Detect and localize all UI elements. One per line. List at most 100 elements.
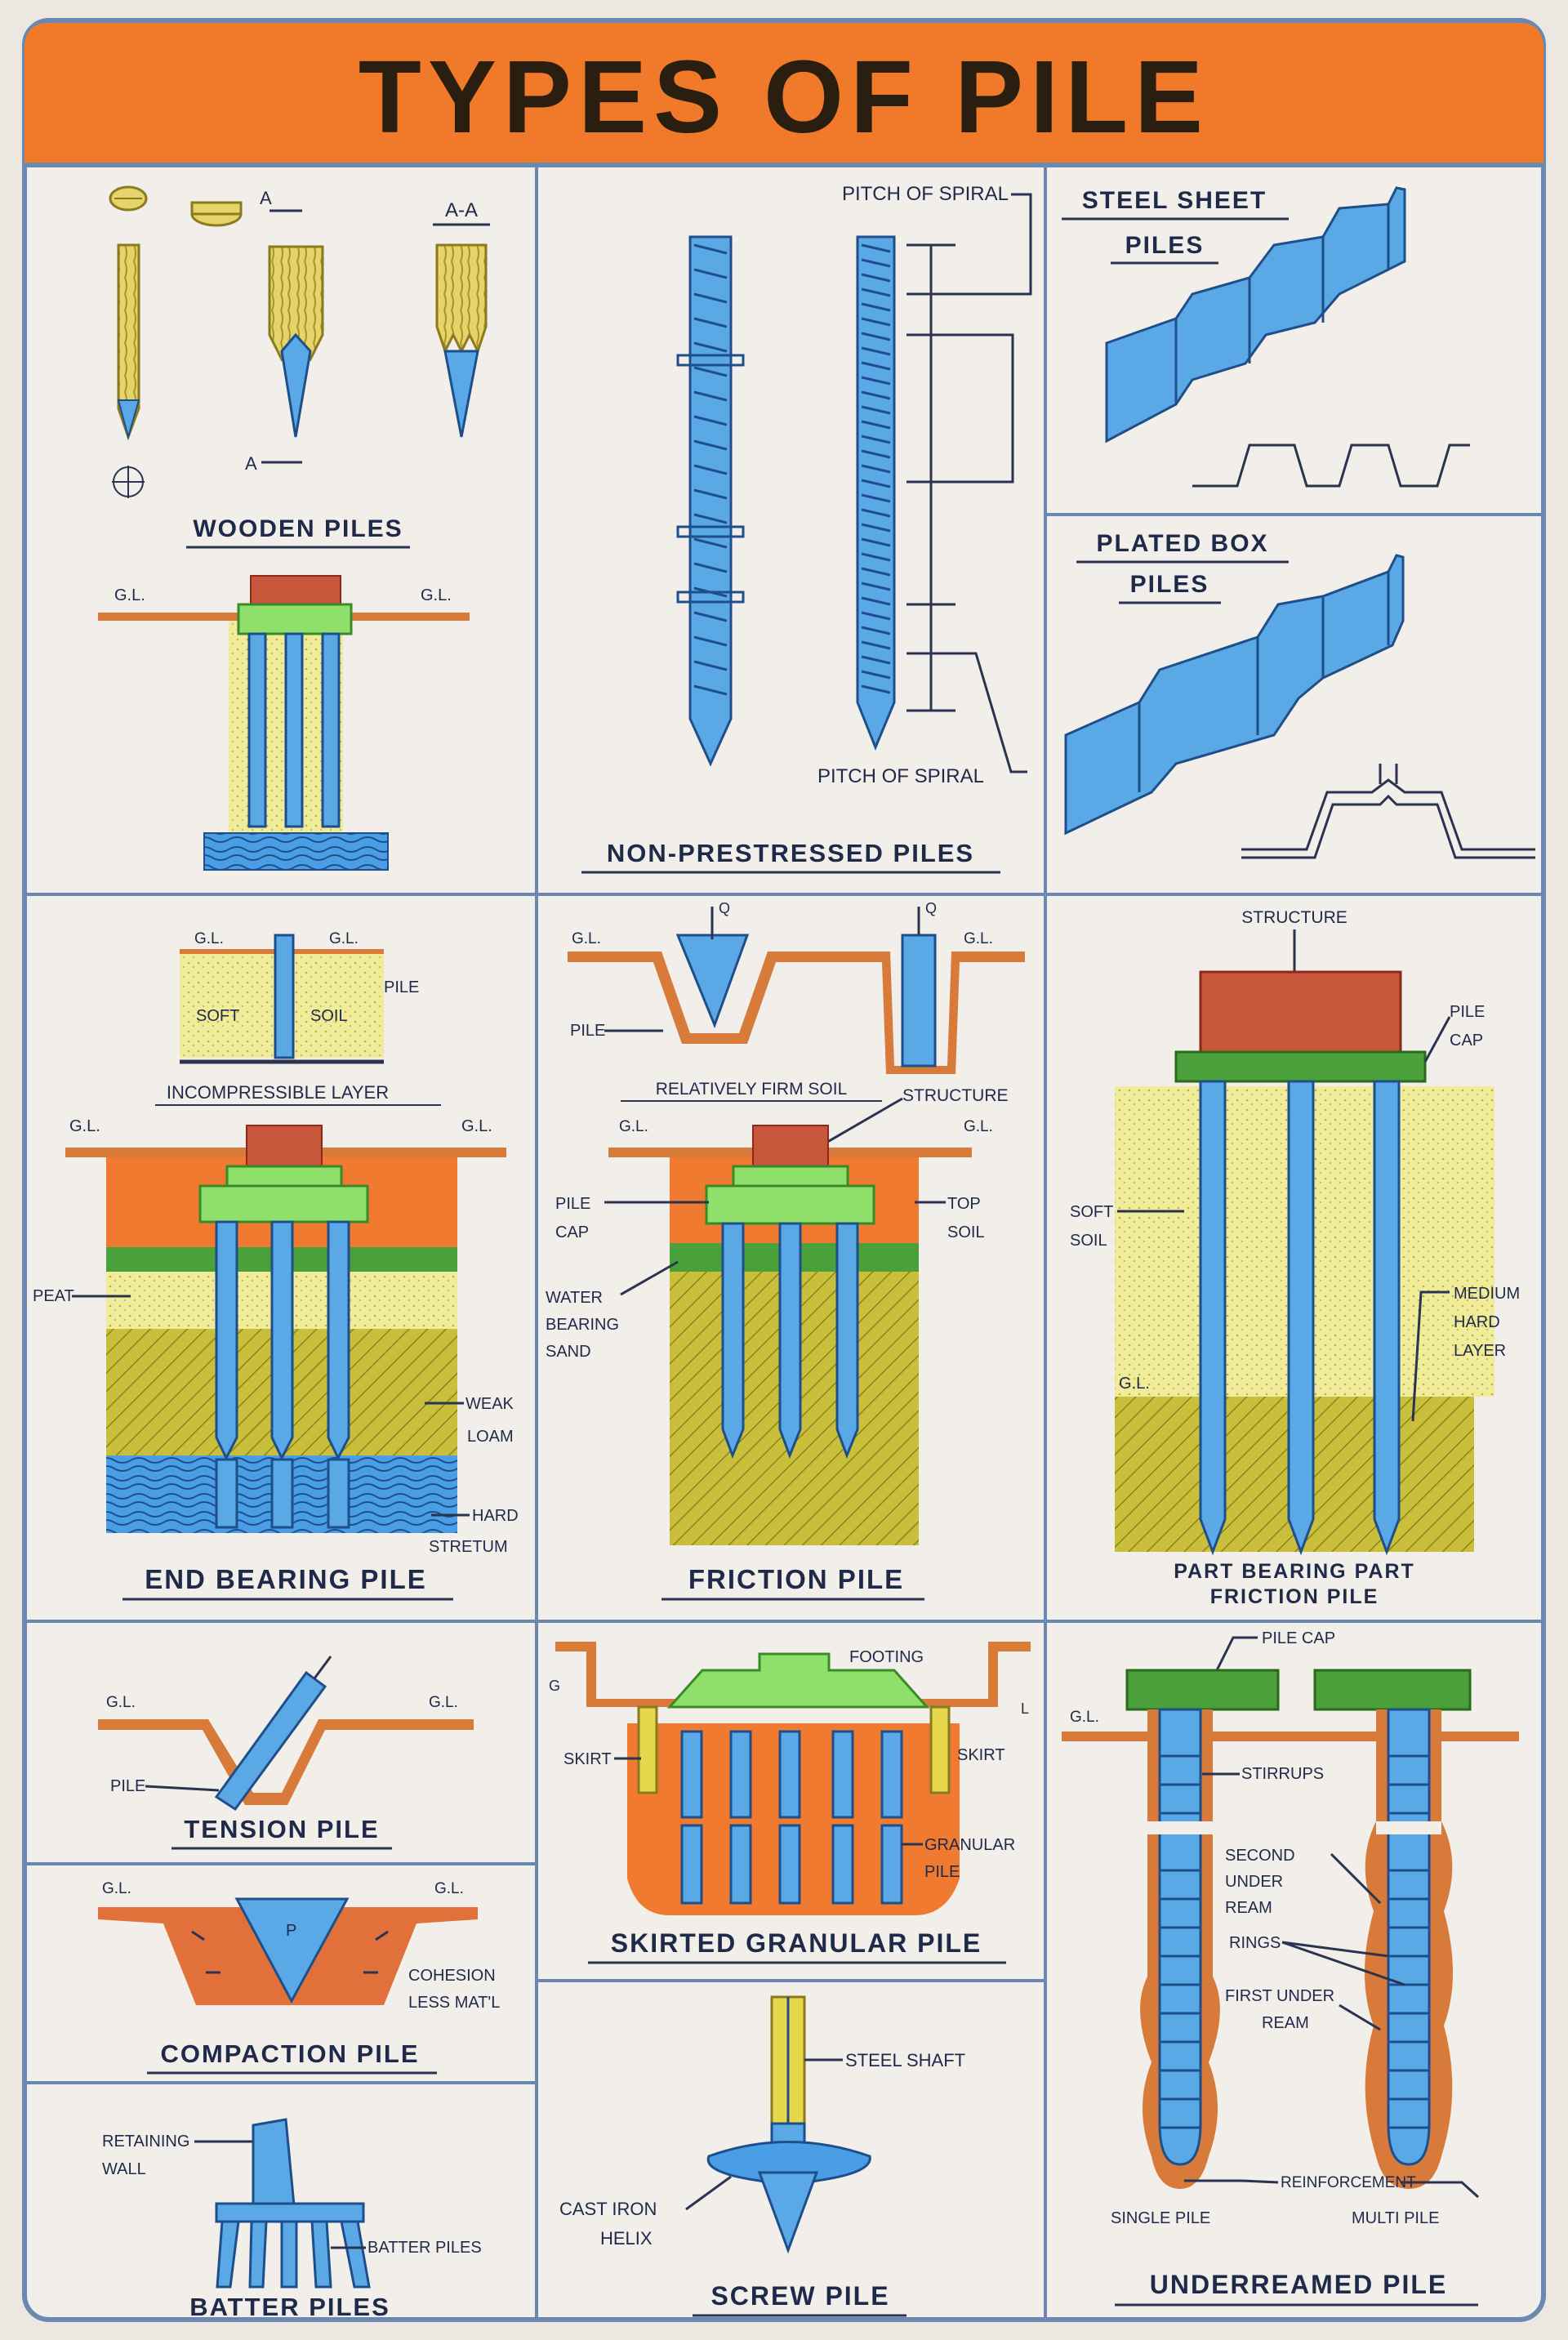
section-a-label-top: A [260, 188, 272, 208]
batter-piles-label: BATTER PILES [368, 2239, 482, 2257]
medium-3: LAYER [1454, 1342, 1506, 1360]
firm-soil-label: RELATIVELY FIRM SOIL [656, 1080, 848, 1099]
wooden-gl-left: G.L. [114, 586, 145, 604]
panel-underreamed-pile: PILE CAP G.L. STIRRUPS SECOND UNDER REAM… [1062, 1629, 1519, 2307]
panel-tension-pile: G.L. G.L. PILE TENSION PILE [98, 1656, 474, 1850]
panel-grid [24, 165, 1544, 2320]
pitch-of-spiral-top-label: PITCH OF SPIRAL [842, 183, 1009, 205]
plated-box-title-line2: PILES [1130, 571, 1209, 598]
panel-plated-box-piles: PLATED BOX PILES [1064, 530, 1535, 859]
footing-label: FOOTING [849, 1648, 924, 1666]
peat-label: PEAT [33, 1287, 74, 1305]
second-3: REAM [1225, 1899, 1272, 1917]
cast-iron-1: CAST IRON [559, 2199, 657, 2219]
part-gl-label: G.L. [1119, 1375, 1150, 1393]
friction-gl-d: G.L. [964, 1118, 993, 1135]
pile-cap-label: PILE CAP [1262, 1629, 1335, 1647]
multi-pile-label: MULTI PILE [1352, 2209, 1439, 2227]
section-a-label-bottom: A [245, 453, 257, 474]
friction-gl-c: G.L. [619, 1118, 648, 1135]
loam-label: LOAM [467, 1428, 514, 1446]
stretum-label: STRETUM [429, 1538, 508, 1556]
header-band [24, 23, 1544, 165]
friction-gl-b: G.L. [964, 930, 993, 947]
wooden-gl-right: G.L. [421, 586, 452, 604]
granular-2: PILE [924, 1863, 960, 1881]
end-soil-label: SOIL [310, 1007, 348, 1025]
skirt-right-label: SKIRT [957, 1746, 1005, 1764]
compaction-p-label: P [286, 1922, 296, 1940]
cast-iron-2: HELIX [600, 2228, 653, 2249]
medium-1: MEDIUM [1454, 1285, 1520, 1303]
panel-skirted-granular-pile: FOOTING G L SKIRT SKIRT GRANULAR PILE SK… [549, 1642, 1031, 1964]
incompressible-layer-label: INCOMPRESSIBLE LAYER [167, 1082, 389, 1103]
underreamed-title: UNDERREAMED PILE [1150, 2270, 1447, 2299]
panel-end-bearing-pile: G.L. G.L. SOFT SOIL PILE INCOMPRESSIBLE … [33, 930, 519, 1601]
panel-compaction-pile: G.L. G.L. P COHESION LESS MAT'L COMPACTI… [98, 1880, 500, 2075]
panel-batter-piles: RETAINING WALL BATTER PILES BATTER PILES [102, 2118, 482, 2321]
granular-1: GRANULAR [924, 1836, 1015, 1854]
end-bearing-title: END BEARING PILE [145, 1564, 427, 1594]
friction-q2: Q [925, 900, 937, 916]
friction-structure-label: STRUCTURE [902, 1086, 1009, 1105]
skirted-title: SKIRTED GRANULAR PILE [611, 1928, 982, 1958]
underreamed-gl-label: G.L. [1070, 1709, 1099, 1726]
end-gl-a: G.L. [194, 930, 224, 947]
poster-title: TYPES OF PILE [359, 39, 1209, 154]
part-bearing-title-line2: FRICTION PILE [1210, 1585, 1379, 1608]
retaining-2: WALL [102, 2160, 146, 2178]
panel-steel-sheet-piles: STEEL SHEET PILES [1062, 186, 1470, 488]
medium-2: HARD [1454, 1313, 1500, 1331]
panel-friction-pile: G.L. G.L. Q Q PILE RELATIVELY FIRM SOIL … [546, 900, 1025, 1601]
water-3: SAND [546, 1343, 591, 1361]
top-soil-2: SOIL [947, 1223, 985, 1241]
friction-q1: Q [719, 900, 730, 916]
first-2: REAM [1262, 2014, 1309, 2032]
friction-gl-a: G.L. [572, 930, 601, 947]
part-soft-1: SOFT [1070, 1203, 1113, 1221]
end-gl-c: G.L. [69, 1117, 100, 1135]
end-pile-label: PILE [384, 978, 419, 996]
screw-title: SCREW PILE [710, 2281, 889, 2311]
steel-sheet-title-line1: STEEL SHEET [1082, 187, 1267, 214]
part-bearing-title-line1: PART BEARING PART [1174, 1560, 1415, 1583]
panel-part-bearing-pile: STRUCTURE PILE CAP SOFT SOIL G.L. MEDIUM… [1070, 908, 1520, 1608]
compaction-gl-b: G.L. [434, 1880, 464, 1897]
water-2: BEARING [546, 1316, 619, 1334]
skirted-l-label: L [1021, 1700, 1029, 1717]
second-2: UNDER [1225, 1873, 1283, 1891]
plated-box-title-line1: PLATED BOX [1096, 530, 1268, 557]
skirt-left-label: SKIRT [564, 1750, 612, 1768]
part-pile-cap-1: PILE [1450, 1003, 1485, 1021]
second-1: SECOND [1225, 1847, 1295, 1865]
hard-label: HARD [472, 1507, 519, 1525]
skirted-g-label: G [549, 1678, 560, 1694]
compaction-title: COMPACTION PILE [160, 2039, 419, 2068]
friction-pile-label: PILE [570, 1022, 605, 1040]
cohesion-2: LESS MAT'L [408, 1994, 500, 2012]
top-soil-1: TOP [947, 1195, 981, 1213]
retaining-1: RETAINING [102, 2133, 189, 2151]
part-pile-cap-2: CAP [1450, 1032, 1483, 1050]
tension-gl-b: G.L. [429, 1694, 458, 1711]
stirrups-label: STIRRUPS [1241, 1765, 1324, 1783]
panel-wooden-piles: A A A-A WOODEN PILES G.L. G.L. [98, 185, 490, 871]
steel-sheet-title-line2: PILES [1125, 232, 1205, 259]
water-1: WATER [546, 1289, 603, 1307]
first-1: FIRST UNDER [1225, 1987, 1334, 2005]
section-aa-label: A-A [445, 199, 478, 221]
friction-pile-cap-1: PILE [555, 1195, 590, 1213]
weak-label: WEAK [466, 1395, 514, 1413]
part-soft-2: SOIL [1070, 1232, 1107, 1250]
end-gl-b: G.L. [329, 930, 359, 947]
single-pile-label: SINGLE PILE [1111, 2209, 1210, 2227]
end-gl-d: G.L. [461, 1117, 492, 1135]
panel-non-prestressed-piles: PITCH OF SPIRAL PITCH OF SPIRAL NON-PRES… [581, 183, 1032, 874]
non-prestressed-title: NON-PRESTRESSED PILES [607, 839, 974, 867]
friction-pile-cap-2: CAP [555, 1223, 589, 1241]
friction-title: FRICTION PILE [688, 1564, 904, 1594]
end-soft-label: SOFT [196, 1007, 239, 1025]
batter-title: BATTER PILES [189, 2293, 390, 2321]
panel-screw-pile: STEEL SHAFT CAST IRON HELIX SCREW PILE [559, 1995, 965, 2317]
